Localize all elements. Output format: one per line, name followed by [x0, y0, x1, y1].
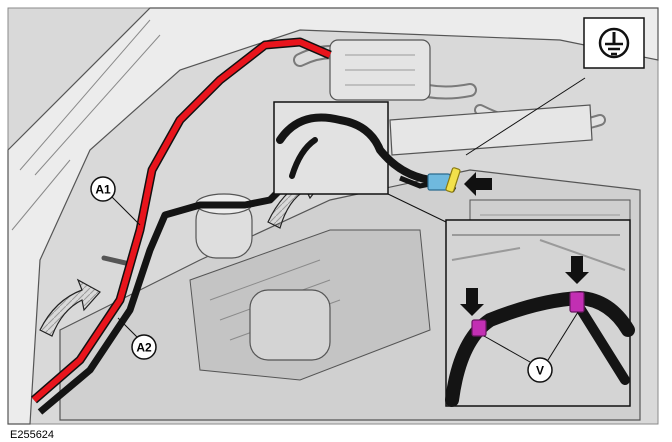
inset-connector-detail	[273, 101, 492, 196]
harness-a2-black	[37, 177, 293, 415]
clip-left	[471, 319, 487, 337]
figure-id: E255624	[10, 429, 54, 441]
yellow-terminal	[445, 167, 461, 193]
ground-symbol-box	[583, 17, 645, 69]
mounting-stud	[101, 255, 133, 267]
fender-panel	[7, 7, 659, 425]
pointer-arrow-connector	[464, 172, 492, 196]
callout-a2: A2	[131, 334, 157, 360]
callout-v-label: V	[536, 364, 544, 378]
inset-clip-detail: V	[387, 193, 635, 407]
callout-v: V	[527, 357, 553, 383]
leader-a2	[117, 317, 141, 341]
filter-canister	[195, 193, 331, 361]
callout-a1-label: A1	[95, 183, 111, 197]
pointer-arrow-clip-left	[460, 288, 484, 316]
leader-ground-symbol	[465, 77, 586, 156]
leader-a1	[109, 194, 141, 226]
callout-a1: A1	[90, 176, 116, 202]
ground-symbol-icon	[598, 27, 630, 59]
pointer-arrow-clip-right	[565, 256, 589, 284]
callout-a2-label: A2	[136, 341, 152, 355]
clip-right	[569, 291, 585, 313]
direction-arrow-left	[39, 278, 101, 337]
